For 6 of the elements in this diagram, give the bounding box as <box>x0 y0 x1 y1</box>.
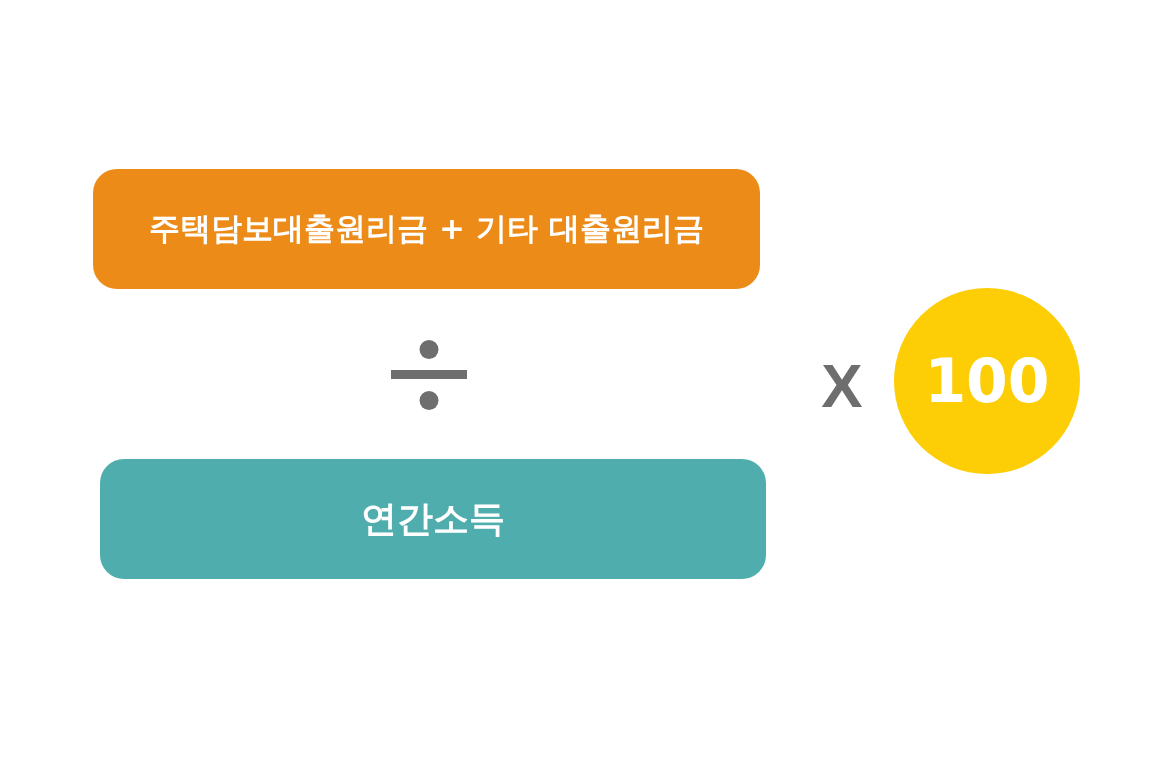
formula-text: 주택담보대출원리금 + 기타 대출원리금 <box>149 211 704 247</box>
denominator-box <box>100 459 766 579</box>
numerator-box <box>93 169 760 289</box>
multiplier-value: 100 <box>924 346 1050 416</box>
multiply-sign: X <box>820 349 864 422</box>
formula-text: 연간소득 <box>361 498 505 540</box>
